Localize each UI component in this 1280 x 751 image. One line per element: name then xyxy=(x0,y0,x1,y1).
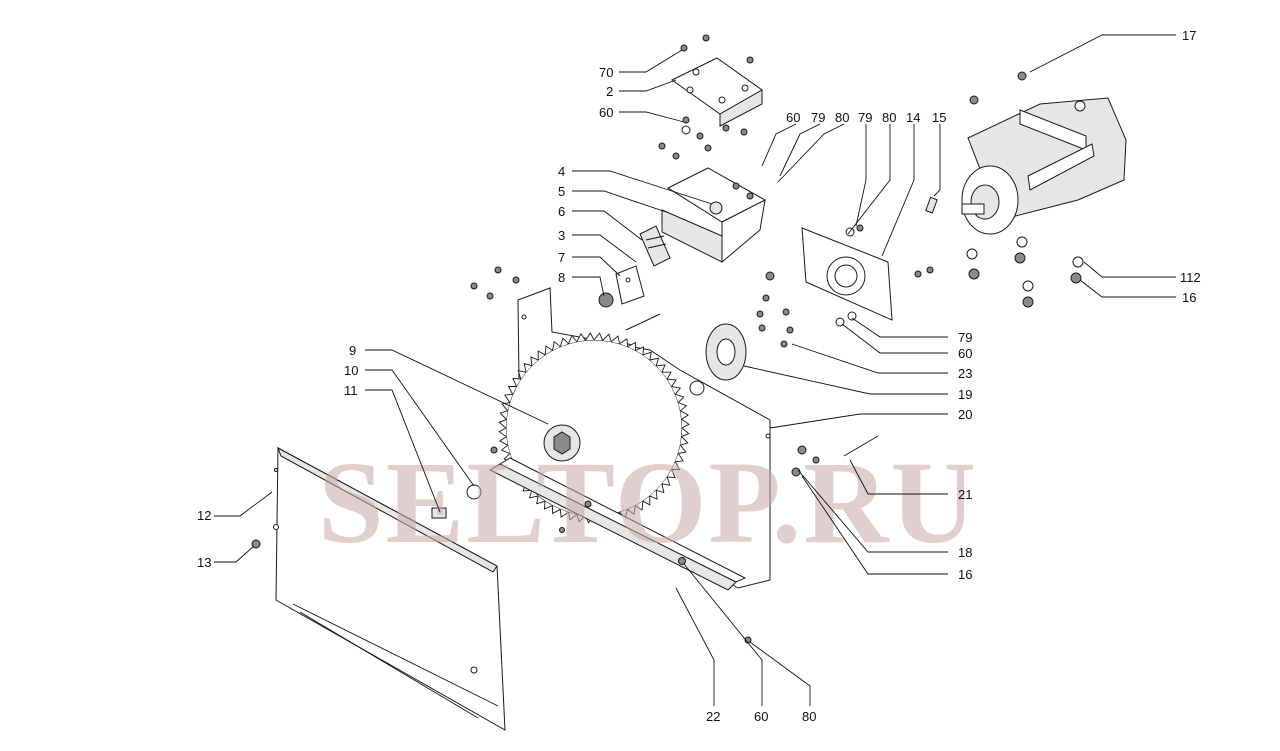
callout-80-plate: 80 xyxy=(882,110,896,125)
callout-79-upper: 79 xyxy=(811,110,825,125)
callout-5: 5 xyxy=(558,184,565,199)
callout-112: 112 xyxy=(1180,270,1201,285)
key-part xyxy=(925,196,938,214)
damper-pad-part xyxy=(639,225,671,267)
callout-19: 19 xyxy=(958,387,972,402)
mount-bracket-part xyxy=(661,167,767,264)
callout-70: 70 xyxy=(599,65,613,80)
callout-15: 15 xyxy=(932,110,946,125)
callout-11: 11 xyxy=(344,383,358,398)
callout-3: 3 xyxy=(558,228,565,243)
fasteners-group xyxy=(251,34,1084,644)
top-bracket-part xyxy=(671,57,763,127)
callout-13: 13 xyxy=(197,555,211,570)
callout-80-upper: 80 xyxy=(835,110,849,125)
callout-60-right: 60 xyxy=(958,346,972,361)
callout-8: 8 xyxy=(558,270,565,285)
callout-14: 14 xyxy=(906,110,920,125)
small-plate-part xyxy=(615,265,645,305)
callout-60-top: 60 xyxy=(599,105,613,120)
callout-2: 2 xyxy=(606,84,613,99)
callout-22: 22 xyxy=(706,709,720,724)
pulley-part xyxy=(705,323,747,381)
callout-21: 21 xyxy=(958,487,972,502)
callout-79-plate: 79 xyxy=(858,110,872,125)
callout-4: 4 xyxy=(558,164,565,179)
bolt-21-part xyxy=(843,435,879,457)
callout-labels: 70 2 60 4 5 6 3 7 8 9 10 11 12 13 60 79 … xyxy=(197,28,1201,724)
callout-80-bottom: 80 xyxy=(802,709,816,724)
callout-79-right: 79 xyxy=(958,330,972,345)
adapter-plate-part xyxy=(801,227,893,321)
nut-8-part xyxy=(598,292,614,308)
saw-blade-part xyxy=(498,332,690,524)
callout-16-right: 16 xyxy=(1182,290,1196,305)
callout-23: 23 xyxy=(958,366,972,381)
guard-panel-part xyxy=(273,446,506,731)
callout-60-upper: 60 xyxy=(786,110,800,125)
long-bolt-part xyxy=(625,313,661,331)
callout-60-bottom: 60 xyxy=(754,709,768,724)
watermark-text: SELTOP.RU xyxy=(318,437,978,568)
callout-20: 20 xyxy=(958,407,972,422)
callout-12: 12 xyxy=(197,508,211,523)
leader-lines xyxy=(214,34,1176,706)
callout-18: 18 xyxy=(958,545,972,560)
callout-7: 7 xyxy=(558,250,565,265)
electric-motor-part xyxy=(961,97,1127,235)
callout-16-lower: 16 xyxy=(958,567,972,582)
callout-10: 10 xyxy=(344,363,358,378)
callout-6: 6 xyxy=(558,204,565,219)
rail-part xyxy=(488,457,747,591)
callout-9: 9 xyxy=(349,343,356,358)
callout-17: 17 xyxy=(1182,28,1196,43)
